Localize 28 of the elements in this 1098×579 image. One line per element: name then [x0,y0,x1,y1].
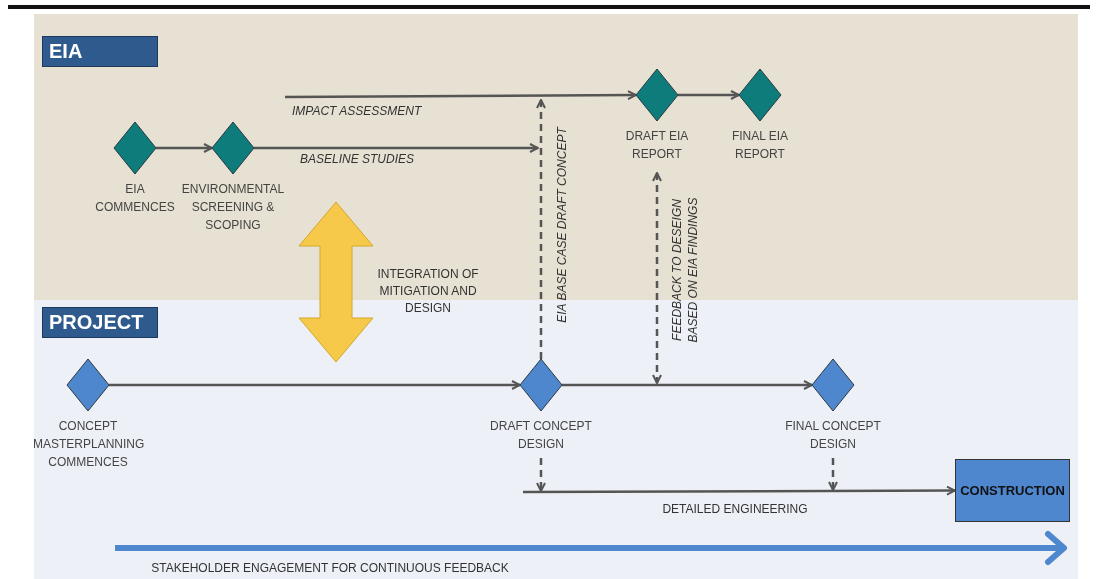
milestone-label: DRAFT CONCEPT DESIGN [489,418,593,453]
edge-label: IMPACT ASSESSMENT [292,103,423,119]
lane-heading: EIA [42,36,158,67]
lane-heading: PROJECT [42,307,158,338]
process-box: CONSTRUCTION [955,459,1070,522]
arrow [156,143,213,153]
arrow [678,90,740,100]
arrow [523,485,956,496]
arrow [562,380,813,390]
edge-label: EIA BASE CASE DRAFT CONCEPT [554,125,570,325]
milestone-label: ENVIRONMENTAL SCREENING & SCOPING [181,181,285,234]
edge-label: FEEDBACK TO DESEIGN BASED ON EIA FINDINGS [668,196,700,345]
milestone-label: CONCEPT MASTERPLANNING COMMENCES [33,418,143,471]
dashed-arrow [828,458,838,491]
arrow [285,90,637,101]
edge-label: BASELINE STUDIES [300,151,416,167]
dashed-arrow [536,99,546,359]
arrow [254,143,539,153]
timeline-label: STAKEHOLDER ENGAGEMENT FOR CONTINUOUS FEEDBACK [150,560,510,577]
edge-label: DETAILED ENGINEERING [661,501,809,518]
annotation-text: INTEGRATION OF MITIGATION AND DESIGN [376,266,480,317]
milestone-label: DRAFT EIA REPORT [624,128,690,163]
milestone-label: EIA COMMENCES [95,181,175,216]
dashed-arrow [652,172,662,384]
dashed-arrow [536,458,546,492]
milestone-label: FINAL EIA REPORT [730,128,790,163]
milestone-label: FINAL CONCEPT DESIGN [784,418,882,453]
arrow [109,380,521,390]
